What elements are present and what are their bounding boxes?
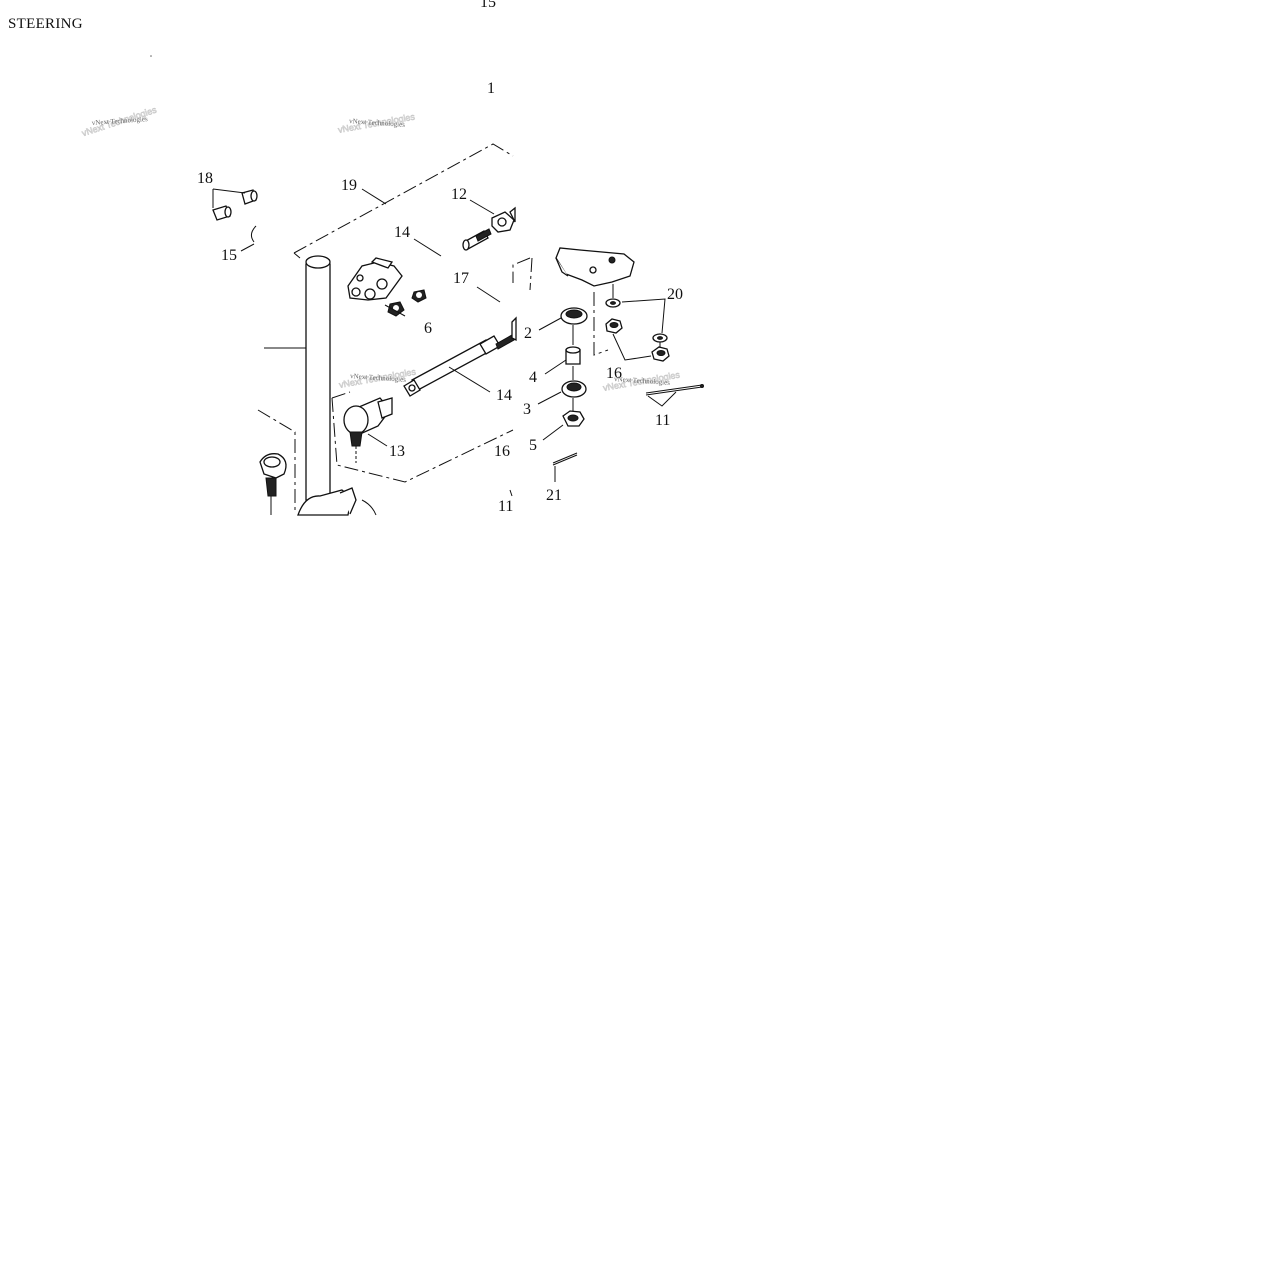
leader-4: [544, 359, 567, 375]
leader-20: [621, 298, 666, 334]
part-21-cotter-pin: [552, 452, 578, 466]
callout-12: 12: [451, 186, 467, 203]
callout-11-low: 11: [498, 498, 513, 515]
part-19-link-plate: [347, 257, 427, 317]
left-tie-rod-end: [259, 453, 287, 515]
steering-post: [297, 255, 377, 516]
leader-12: [469, 199, 495, 215]
callout-21: 21: [546, 487, 562, 504]
svg-text:vNext Technologies: vNext Technologies: [614, 375, 671, 387]
callout-5: 5: [529, 437, 537, 454]
callout-14-top: 14: [394, 224, 410, 241]
part-14-lower-tie-rod: [403, 316, 517, 397]
svg-text:vNext Technologies: vNext Technologies: [350, 372, 407, 384]
callout-14-mid: 14: [496, 387, 512, 404]
leader-11-right: [647, 391, 677, 407]
part-3-bearing: [561, 380, 587, 398]
leader-16-right: [612, 333, 652, 361]
callout-16-low: 16: [494, 443, 510, 460]
leader-19: [361, 188, 387, 205]
part-5-nut: [562, 410, 585, 427]
leader-5: [542, 424, 564, 441]
leader-15: [240, 243, 255, 252]
callout-2: 2: [524, 325, 532, 342]
callout-6: 6: [424, 320, 432, 337]
callout-20: 20: [667, 286, 683, 303]
callout-13: 13: [389, 443, 405, 460]
leader-17: [476, 286, 501, 303]
part-12-rod-end: [491, 206, 516, 233]
speck: [150, 55, 152, 57]
part-18-bushings: [212, 188, 258, 221]
part-4-spacer: [565, 346, 581, 365]
leader-14-top: [413, 238, 442, 257]
callout-15-left: 15: [221, 247, 237, 264]
callout-18: 18: [197, 170, 213, 187]
steering-arm-bracket: [555, 247, 635, 287]
callout-labels: 15 1 18 19 12 14 15 17 20 6 2 16 4 14 3 …: [197, 0, 683, 515]
callout-3: 3: [523, 401, 531, 418]
callout-16-right: 16: [606, 365, 622, 382]
assembly-outlines: [257, 143, 609, 513]
callout-17: 17: [453, 270, 469, 287]
leader-11-low: [509, 489, 513, 497]
svg-text:vNext Technologies: vNext Technologies: [92, 115, 149, 127]
callout-11-right: 11: [655, 412, 670, 429]
callout-1: 1: [487, 80, 495, 97]
leader-2: [538, 317, 562, 331]
callout-4: 4: [529, 369, 537, 386]
part-15-clip: [250, 225, 257, 243]
callout-19: 19: [341, 177, 357, 194]
watermark-1: vNext Technologies vNext Technologies: [80, 104, 158, 138]
callout-15-top: 15: [480, 0, 496, 11]
leader-3: [537, 391, 562, 405]
part-2-bearing: [560, 307, 588, 325]
part-13-ball-joint: [343, 397, 393, 463]
part-16-nuts: [605, 318, 670, 362]
page-title: STEERING: [8, 16, 83, 32]
watermark-2: vNext Technologies vNext Technologies: [337, 111, 417, 135]
leader-14-mid: [448, 366, 491, 393]
part-11-cotter-pin: [645, 384, 704, 396]
leader-13: [367, 433, 388, 447]
part-14-upper-tie-rod: [462, 228, 492, 251]
svg-text:vNext Technologies: vNext Technologies: [349, 117, 406, 129]
